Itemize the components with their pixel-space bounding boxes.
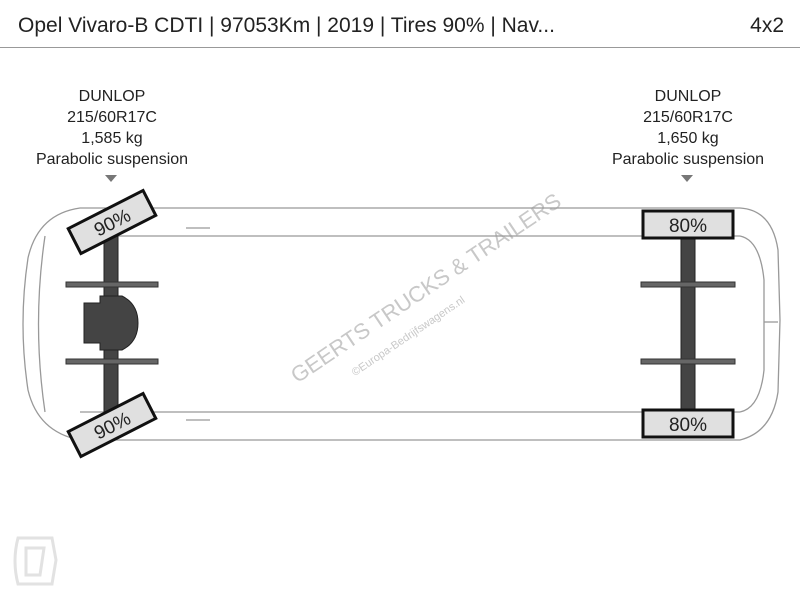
front-suspension: Parabolic suspension xyxy=(35,151,189,168)
rear-tire-size: 215/60R17C xyxy=(643,109,733,126)
front-spring-bottom xyxy=(65,358,159,365)
front-tire-size: 215/60R17C xyxy=(67,109,157,126)
front-axle-load: 1,585 kg xyxy=(81,130,143,147)
rear-left-tire: 80% xyxy=(641,209,735,240)
header-divider xyxy=(0,47,800,48)
rear-tire-brand: DUNLOP xyxy=(654,88,722,105)
front-tire-brand: DUNLOP xyxy=(78,88,146,105)
front-spring-top xyxy=(65,281,159,288)
rear-axle-beam xyxy=(680,235,696,415)
differential-icon xyxy=(83,295,139,351)
rear-spring-top xyxy=(640,281,736,288)
front-axle xyxy=(65,229,159,421)
rear-right-tread: 80% xyxy=(669,415,707,436)
rear-suspension: Parabolic suspension xyxy=(611,151,765,168)
watermark: GEERTS TRUCKS & TRAILERS ©Europa-Bedrijf… xyxy=(286,188,566,388)
watermark-company: GEERTS TRUCKS & TRAILERS xyxy=(286,188,566,388)
header-title: Opel Vivaro-B CDTI | 97053Km | 2019 | Ti… xyxy=(18,14,555,37)
logo-icon xyxy=(13,536,58,586)
front-pointer-icon xyxy=(105,175,117,182)
van-outline xyxy=(22,207,781,441)
rear-spring-bottom xyxy=(640,358,736,365)
axle-configuration: 4x2 xyxy=(750,14,784,37)
rear-axle xyxy=(640,235,736,415)
rear-left-tread: 80% xyxy=(669,216,707,237)
rear-axle-info: DUNLOP 215/60R17C 1,650 kg Parabolic sus… xyxy=(588,86,788,170)
rear-axle-load: 1,650 kg xyxy=(657,130,719,147)
front-axle-info: DUNLOP 215/60R17C 1,585 kg Parabolic sus… xyxy=(12,86,212,170)
rear-right-tire: 80% xyxy=(641,408,735,439)
rear-pointer-icon xyxy=(681,175,693,182)
